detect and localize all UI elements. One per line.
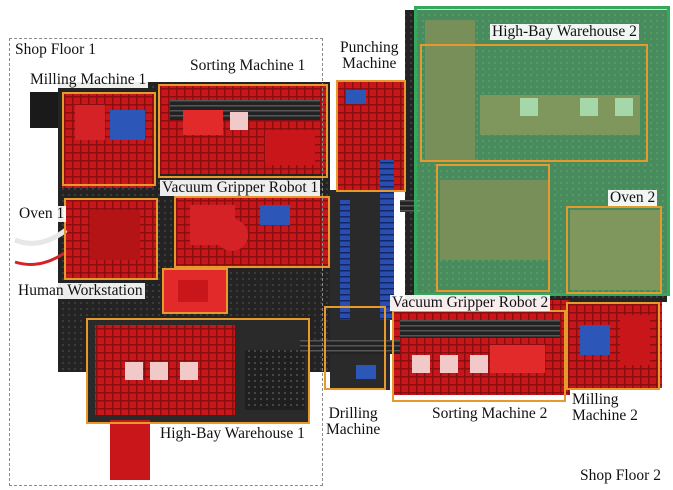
shop-floor-1-base: [14, 82, 406, 480]
shop-floor-1-outline: [9, 38, 323, 486]
shop-floor-2-label: Shop Floor 2: [580, 467, 661, 484]
vacuum-gripper-robot-1-label: Vacuum Gripper Robot 1: [160, 179, 321, 197]
high-bay-warehouse-2-label: High-Bay Warehouse 2: [490, 23, 639, 41]
milling-machine-1-label: Milling Machine 1: [28, 71, 149, 89]
oven-2-label: Oven 2: [608, 189, 658, 207]
human-workstation-label: Human Workstation: [16, 282, 145, 300]
drilling-machine-label: Drilling Machine: [326, 405, 381, 439]
shop-floor-1-label: Shop Floor 1: [15, 41, 96, 58]
oven-1-label: Oven 1: [17, 205, 67, 223]
milling-machine-2-label: Milling Machine 2: [572, 391, 638, 425]
high-bay-warehouse-1-label: High-Bay Warehouse 1: [160, 425, 305, 442]
sorting-machine-2-label: Sorting Machine 2: [432, 405, 548, 422]
sorting-machine-1-label: Sorting Machine 1: [188, 57, 308, 75]
high-bay-warehouse-2-highlight: [414, 6, 670, 296]
punching-machine-label: Punching Machine: [338, 39, 401, 73]
vacuum-gripper-robot-2-label: Vacuum Gripper Robot 2: [390, 294, 551, 312]
